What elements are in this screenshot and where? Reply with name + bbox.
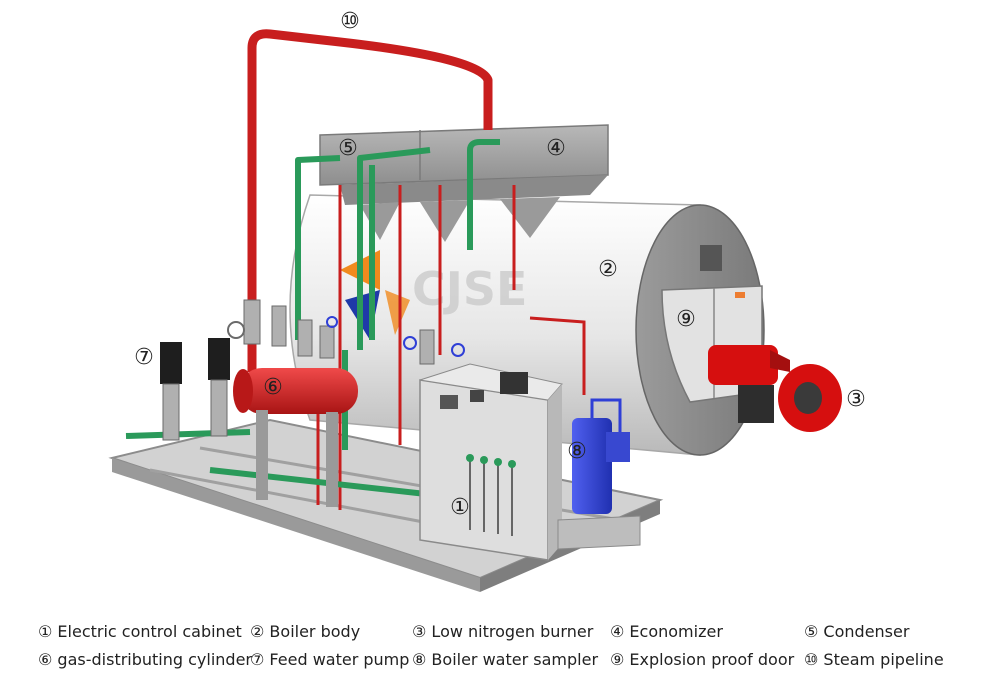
legend-item: ⑩ Steam pipeline — [804, 650, 944, 669]
legend-item: ⑥ gas-distributing cylinder — [38, 650, 253, 669]
callout-steam-pipeline: ⑩ — [340, 9, 360, 34]
low-nitrogen-burner — [708, 345, 842, 432]
callout-water-sampler: ⑧ — [567, 439, 587, 464]
callout-gas-cylinder: ⑥ — [263, 375, 283, 400]
callout-boiler-body: ② — [598, 257, 618, 282]
callout-condenser: ⑤ — [338, 136, 358, 161]
economizer-condenser-box — [319, 124, 609, 242]
legend-item: ① Electric control cabinet — [38, 622, 242, 641]
legend-item: ⑦ Feed water pump — [250, 650, 410, 669]
boiler-illustration: CJSE — [108, 29, 842, 592]
legend-item: ④ Economizer — [610, 622, 723, 641]
callout-control-cabinet: ① — [450, 495, 470, 520]
svg-text:CJSE: CJSE — [412, 262, 527, 316]
valve-manifold — [227, 299, 465, 365]
electric-control-cabinet — [419, 363, 563, 561]
legend-item: ⑤ Condenser — [804, 622, 910, 641]
callout-explosion-proof-door: ⑨ — [676, 307, 696, 332]
callout-burner: ③ — [846, 387, 866, 412]
red-service-lines — [316, 185, 586, 510]
legend: ① Electric control cabinet ② Boiler body… — [38, 620, 978, 680]
callout-economizer: ④ — [546, 136, 566, 161]
feed-water-pumps — [160, 338, 230, 441]
legend-item: ⑨ Explosion proof door — [610, 650, 795, 669]
callout-feed-water-pump: ⑦ — [134, 345, 154, 370]
legend-item: ⑧ Boiler water sampler — [412, 650, 599, 669]
steam-pipeline — [247, 29, 493, 372]
gas-distributing-cylinder — [233, 368, 358, 507]
boiler-water-sampler — [557, 398, 641, 550]
legend-item: ③ Low nitrogen burner — [412, 622, 594, 641]
legend-item: ② Boiler body — [250, 622, 361, 641]
